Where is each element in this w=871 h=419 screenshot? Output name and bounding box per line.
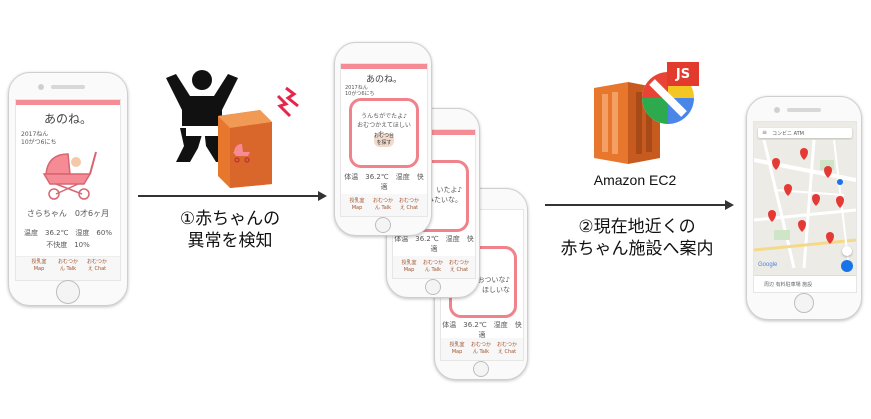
nav-item-talk[interactable]: おむつかん Talk <box>57 259 79 273</box>
date-line-2: 10がつ6にち <box>345 91 375 97</box>
nav-item-label: おむつかえ Chat <box>86 259 107 272</box>
phone-map-screen: ≡ コンビニ ATM <box>746 96 862 320</box>
front-camera <box>774 107 780 113</box>
flow-arrow-2 <box>545 204 725 206</box>
home-button[interactable] <box>425 279 441 295</box>
bottom-nav: 授乳室 Map おむつかん Talk おむつかえ Chat <box>16 256 120 280</box>
home-button[interactable] <box>794 293 814 313</box>
front-camera <box>38 84 44 90</box>
mini-stroller-icon <box>233 144 250 163</box>
nav-item-map[interactable]: 授乳室 Map <box>401 260 417 273</box>
alert-fragment-line-1: いたよ♪ <box>436 186 462 194</box>
bottom-nav: 授乳室 Map おむつかん Talk おむつかえ Chat <box>393 256 475 278</box>
step-2-line-2: 赤ちゃん施設へ案内 <box>560 239 714 259</box>
google-logo: Google <box>758 262 778 268</box>
step-1-line-2: 異常を検知 <box>187 231 273 251</box>
bottom-nav: 授乳室 Map おむつかん Talk おむつかえ Chat <box>341 194 427 216</box>
js-badge: JS <box>667 62 699 86</box>
status-row: 体温 36.2℃ 湿度 快適 <box>344 173 424 191</box>
phone-home-screen: あのね。 2017ねん 10がつ6にち さらちゃん 0才6ヶ月 温度 36.2℃… <box>8 72 128 306</box>
alert-fragment-line-2: ほしいな <box>482 286 510 294</box>
nav-item-talk[interactable]: おむつかん Talk <box>423 260 444 273</box>
nav-item-talk[interactable]: おむつかん Talk <box>373 198 394 211</box>
home-button[interactable] <box>473 361 489 377</box>
step-1-caption: ①赤ちゃんの 異常を検知 <box>160 208 300 252</box>
stroller-illustration <box>42 151 97 200</box>
map-search-text: コンビニ ATM <box>772 131 804 137</box>
nav-item-label: おむつかん Talk <box>57 259 78 272</box>
phone-screen: あのね。 2017ねん 10がつ6にち うんちがでたよ♪ おむつかえてほしいな。… <box>340 63 428 217</box>
temperature-humidity: 温度 36.2℃ 湿度 60% <box>23 229 112 237</box>
map-bottom-text: 周辺 有料駐車場 施設 <box>764 282 813 288</box>
date-line-2: 10がつ6にち <box>21 139 57 146</box>
nav-item-map[interactable]: 授乳室 Map <box>28 259 50 273</box>
baby-sensor-illustration <box>166 70 299 188</box>
alert-fragment-line-2: みたいな。 <box>427 196 462 204</box>
flow-arrow-1-head <box>318 191 327 201</box>
discomfort-index: 不快度 10% <box>46 241 90 249</box>
alert-fragment-line-1: おついな♪ <box>477 276 510 284</box>
map-pin-icon <box>768 148 844 244</box>
nav-item-chat[interactable]: おむつかえ Chat <box>399 198 420 211</box>
map-search-bar[interactable]: ≡ コンビニ ATM <box>758 128 852 138</box>
date-line-1: 2017ねん <box>345 85 368 91</box>
home-button[interactable] <box>375 217 391 233</box>
nav-item-chat[interactable]: おむつかえ Chat <box>497 342 518 355</box>
header-bar <box>16 100 120 105</box>
status-row: 体温 36.2℃ 湿度 快適 <box>442 321 522 339</box>
phone-screen: あのね。 2017ねん 10がつ6にち さらちゃん 0才6ヶ月 温度 36.2℃… <box>15 99 121 281</box>
nav-item-map[interactable]: 授乳室 Map <box>349 198 365 211</box>
step-2-line-1: ②現在地近くの <box>578 217 696 237</box>
alert-message-box: うんちがでたよ♪ おむつかえてほしいな。 おむつ台を探す <box>349 98 419 168</box>
flow-arrow-2-head <box>725 200 734 210</box>
phone-alert-screen: あのね。 2017ねん 10がつ6にち うんちがでたよ♪ おむつかえてほしいな。… <box>334 42 432 236</box>
header-bar <box>393 130 475 135</box>
bottom-nav: 授乳室 Map おむつかん Talk おむつかえ Chat <box>441 338 523 360</box>
app-title: あのね。 <box>365 75 402 85</box>
map-pins <box>768 148 844 244</box>
baby-name-age: さらちゃん 0才6ヶ月 <box>26 209 110 218</box>
app-title: あのね。 <box>43 112 92 126</box>
step-2-caption: ②現在地近くの 赤ちゃん施設へ案内 <box>548 216 726 260</box>
speaker <box>787 108 821 112</box>
nav-item-map[interactable]: 授乳室 Map <box>449 342 465 355</box>
nav-item-talk[interactable]: おむつかん Talk <box>471 342 492 355</box>
alert-line-1: うんちがでたよ♪ <box>361 113 407 120</box>
search-icon: ≡ <box>762 129 768 136</box>
header-bar <box>341 64 427 69</box>
home-button[interactable] <box>56 280 80 304</box>
flow-arrow-1 <box>138 195 318 197</box>
status-row: 体温 36.2℃ 湿度 快適 <box>394 235 474 253</box>
speaker <box>51 85 85 89</box>
nav-item-chat[interactable]: おむつかえ Chat <box>449 260 470 273</box>
nav-item-label: 授乳室 Map <box>31 259 47 272</box>
map-bottom-sheet[interactable]: 周辺 有料駐車場 施設 <box>754 275 856 292</box>
my-location-button[interactable] <box>842 246 852 256</box>
nav-item-chat[interactable]: おむつかえ Chat <box>86 259 108 273</box>
js-badge-text: JS <box>675 67 691 82</box>
date-line-1: 2017ねん <box>21 131 49 138</box>
find-diaper-table-button[interactable]: おむつ台を探す <box>374 133 395 147</box>
directions-button[interactable] <box>841 260 853 272</box>
ec2-label: Amazon EC2 <box>593 172 677 188</box>
map-screen: ≡ コンビニ ATM <box>753 121 857 293</box>
step-1-line-1: ①赤ちゃんの <box>179 209 281 229</box>
